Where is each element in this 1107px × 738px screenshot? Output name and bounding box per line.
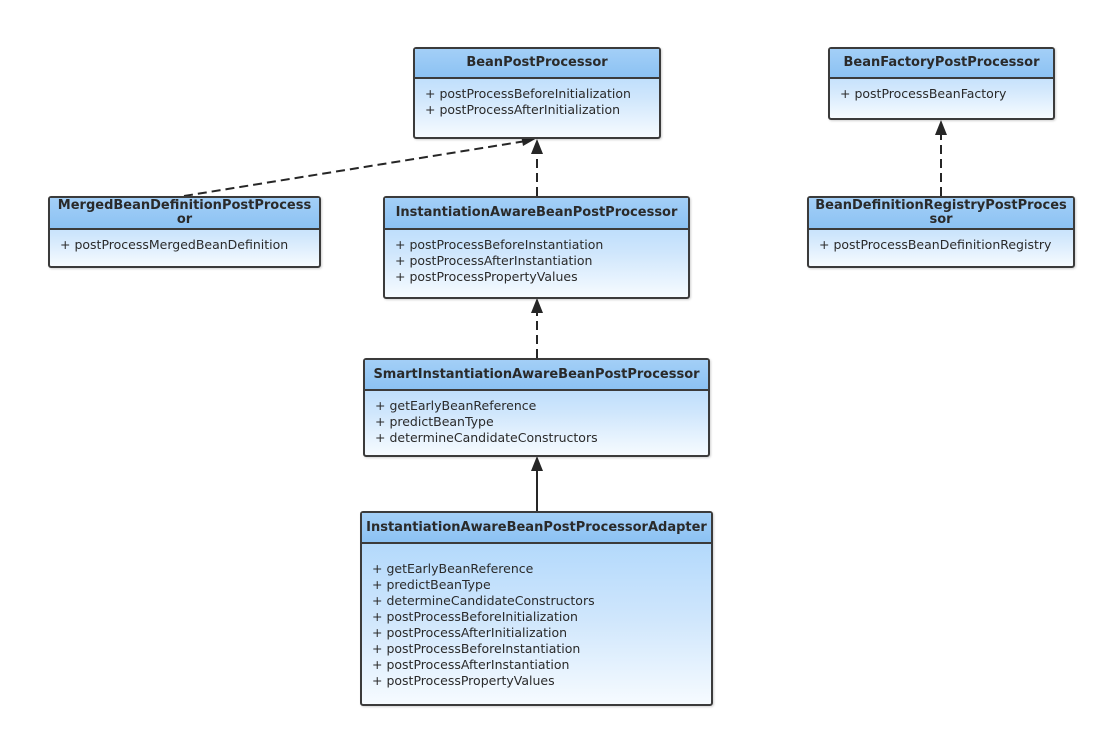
class-name: BeanDefinitionRegistryPostProcessor	[815, 198, 1067, 227]
method-item: + postProcessBeanFactory	[840, 86, 1007, 101]
class-name: BeanFactoryPostProcessor	[843, 55, 1040, 70]
class-name-header: SmartInstantiationAwareBeanPostProcessor	[365, 360, 708, 391]
method-item: + predictBeanType	[375, 414, 494, 429]
class-box-instantiation-aware-bean-post-processor-adapter[interactable]: InstantiationAwareBeanPostProcessorAdapt…	[360, 511, 713, 706]
method-item: + postProcessBeforeInitialization	[372, 609, 578, 624]
method-list: + postProcessBeforeInitialization + post…	[415, 79, 659, 124]
method-list: + postProcessBeanFactory	[830, 79, 1053, 108]
method-item: + postProcessBeforeInitialization	[425, 86, 631, 101]
class-name: InstantiationAwareBeanPostProcessor	[395, 205, 678, 220]
method-list: + getEarlyBeanReference + predictBeanTyp…	[362, 544, 711, 695]
method-item: + postProcessBeforeInstantiation	[395, 237, 604, 252]
method-item: + postProcessPropertyValues	[372, 673, 555, 688]
method-item: + postProcessBeanDefinitionRegistry	[819, 237, 1052, 252]
edge-mbdpp-to-bpp	[183, 140, 527, 197]
class-name-header: InstantiationAwareBeanPostProcessor	[385, 198, 688, 230]
class-name-header: BeanPostProcessor	[415, 49, 659, 79]
method-item: + postProcessAfterInstantiation	[395, 253, 593, 268]
method-list: + postProcessMergedBeanDefinition	[50, 230, 319, 259]
method-item: + getEarlyBeanReference	[375, 398, 537, 413]
method-list: + postProcessBeanDefinitionRegistry	[809, 230, 1073, 259]
arrowhead-iabppa-to-siabpp	[531, 456, 543, 471]
class-box-bean-definition-registry-post-processor[interactable]: BeanDefinitionRegistryPostProcessor + po…	[807, 196, 1075, 268]
method-item: + determineCandidateConstructors	[372, 593, 595, 608]
method-item: + postProcessMergedBeanDefinition	[60, 237, 289, 252]
method-item: + getEarlyBeanReference	[372, 561, 534, 576]
class-name: MergedBeanDefinitionPostProcessor	[57, 198, 312, 227]
class-name-header: BeanDefinitionRegistryPostProcessor	[809, 198, 1073, 230]
class-name: SmartInstantiationAwareBeanPostProcessor	[373, 366, 700, 382]
class-name-header: InstantiationAwareBeanPostProcessorAdapt…	[362, 513, 711, 544]
class-box-smart-instantiation-aware-bean-post-processor[interactable]: SmartInstantiationAwareBeanPostProcessor…	[363, 358, 710, 457]
method-list: + getEarlyBeanReference + predictBeanTyp…	[365, 391, 708, 452]
class-name: InstantiationAwareBeanPostProcessorAdapt…	[366, 519, 707, 535]
arrowhead-bdrpp-to-bfpp	[935, 120, 947, 135]
method-item: + postProcessAfterInitialization	[372, 625, 568, 640]
class-name-header: BeanFactoryPostProcessor	[830, 49, 1053, 79]
class-name: BeanPostProcessor	[466, 55, 608, 70]
method-item: + predictBeanType	[372, 577, 491, 592]
method-item: + postProcessAfterInstantiation	[372, 657, 570, 672]
class-box-bean-post-processor[interactable]: BeanPostProcessor + postProcessBeforeIni…	[413, 47, 661, 139]
class-name-header: MergedBeanDefinitionPostProcessor	[50, 198, 319, 230]
method-item: + postProcessAfterInitialization	[425, 102, 621, 117]
arrowhead-siabpp-to-iabpp	[531, 298, 543, 313]
method-item: + postProcessBeforeInstantiation	[372, 641, 581, 656]
method-list: + postProcessBeforeInstantiation + postP…	[385, 230, 688, 291]
method-item: + determineCandidateConstructors	[375, 430, 598, 445]
class-box-instantiation-aware-bean-post-processor[interactable]: InstantiationAwareBeanPostProcessor + po…	[383, 196, 690, 299]
class-box-bean-factory-post-processor[interactable]: BeanFactoryPostProcessor + postProcessBe…	[828, 47, 1055, 120]
class-box-merged-bean-definition-post-processor[interactable]: MergedBeanDefinitionPostProcessor + post…	[48, 196, 321, 268]
arrowhead-iabpp-to-bpp	[531, 139, 543, 154]
method-item: + postProcessPropertyValues	[395, 269, 578, 284]
